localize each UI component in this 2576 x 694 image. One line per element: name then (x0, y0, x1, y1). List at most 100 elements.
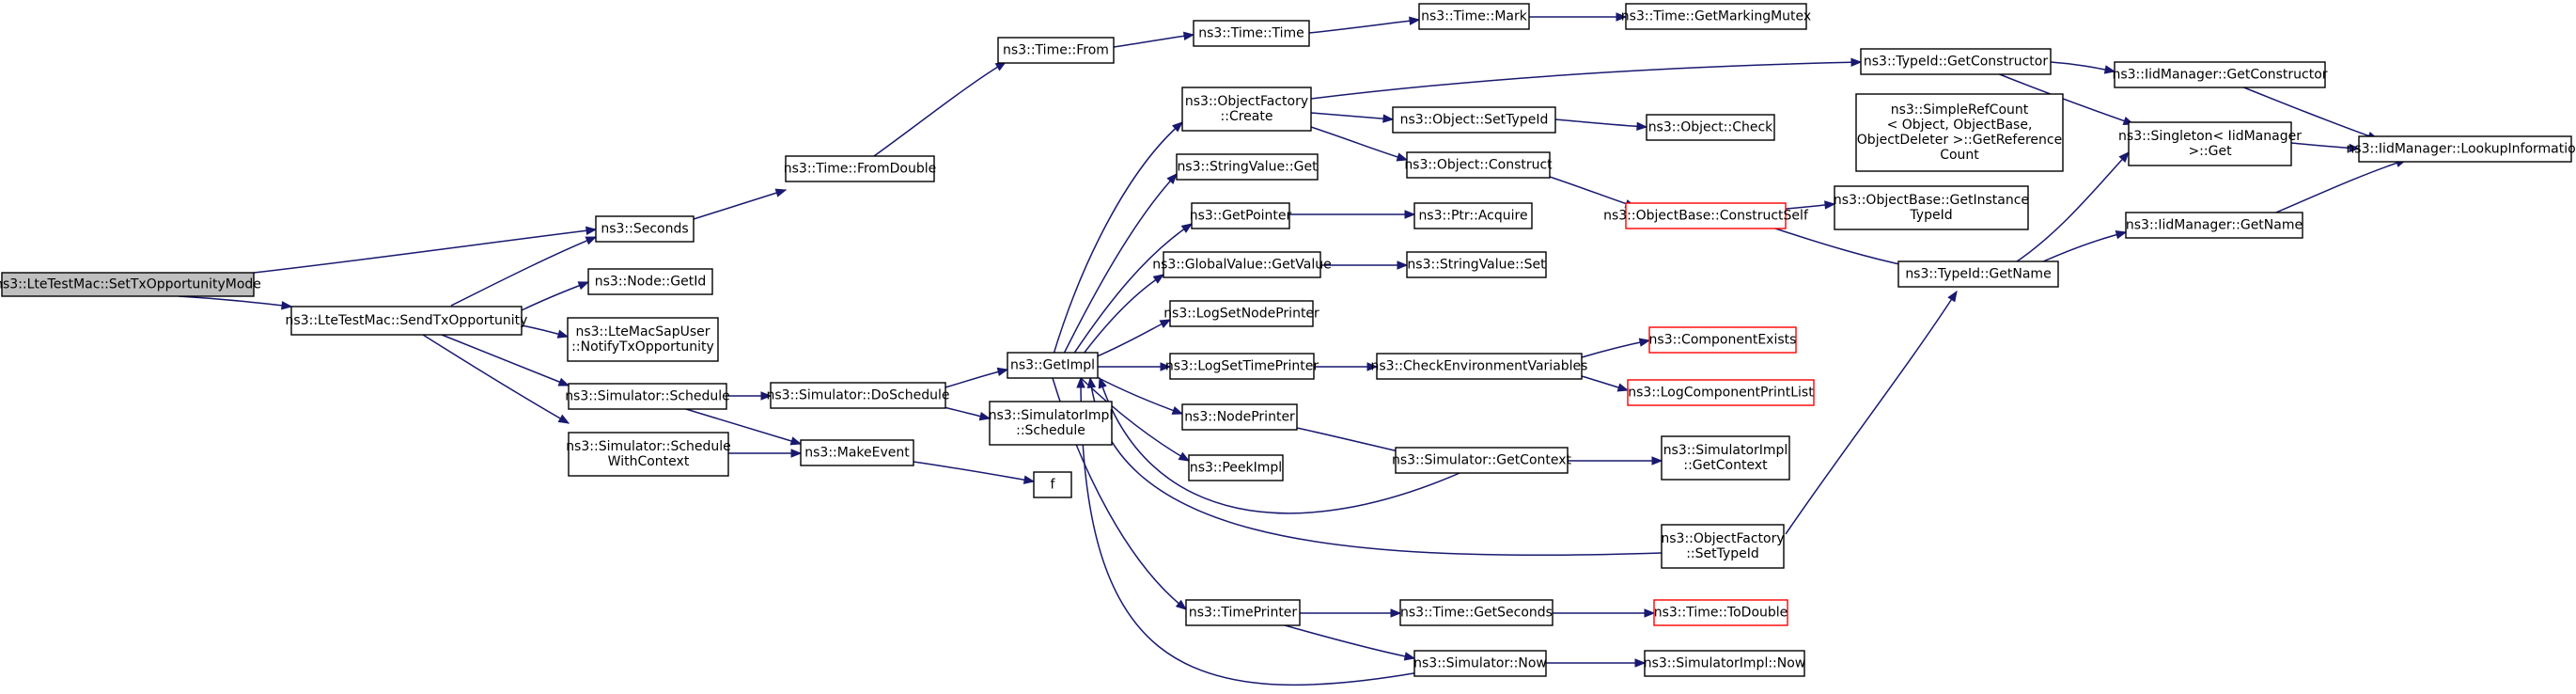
node-box (770, 382, 946, 409)
node-lte-mac-sap-user-notify-tx-opportunity[interactable]: ns3::LteMacSapUser::NotifyTxOpportunity (567, 317, 719, 362)
node-box (997, 37, 1115, 64)
node-node-printer[interactable]: ns3::NodePrinter (1181, 403, 1298, 431)
node-component-exists[interactable]: ns3::ComponentExists (1648, 326, 1797, 354)
node-simulator-impl-schedule[interactable]: ns3::SimulatorImpl::Schedule (989, 401, 1114, 446)
edge-timemark-markingmutex (1529, 12, 1628, 22)
node-type-id-get-constructor[interactable]: ns3::TypeId::GetConstructor (1860, 48, 2052, 75)
node-box (1176, 153, 1319, 181)
node-label: ns3::Seconds (601, 222, 688, 237)
node-node-get-id[interactable]: ns3::Node::GetId (587, 268, 713, 295)
node-simulator-schedule[interactable]: ns3::Simulator::Schedule (565, 383, 730, 410)
node-label: ns3::LogSetTimePrinter (1165, 359, 1319, 374)
node-object-set-type-id[interactable]: ns3::Object::SetTypeId (1392, 106, 1556, 134)
node-simple-ref-count-get-reference-count[interactable]: ns3::SimpleRefCount< Object, ObjectBase,… (1855, 93, 2064, 172)
node-simulator-impl-get-context[interactable]: ns3::SimulatorImpl::GetContext (1661, 435, 1790, 481)
node-time-from-double[interactable]: ns3::Time::FromDouble (784, 155, 937, 182)
edge-objconstruct-constructself (1540, 173, 1637, 209)
arrowhead (1366, 362, 1379, 371)
edge-timetime-timemark (1308, 16, 1421, 34)
node-box (1169, 353, 1315, 380)
arrowhead (557, 414, 570, 424)
node-object-construct[interactable]: ns3::Object::Construct (1404, 151, 1553, 179)
node-label: ns3::ObjectBase::GetInstance (1834, 193, 2029, 208)
edge-doschedule-getimpl (945, 367, 1009, 388)
edge-sendtxop-seconds (450, 236, 598, 307)
edge-sendtxop-nodegetid (521, 281, 590, 311)
edge-objfactorycreate-objsettypeid (1310, 112, 1395, 123)
node-label: ns3::Time::GetMarkingMutex (1621, 9, 1811, 24)
node-box (1007, 352, 1099, 379)
node-string-value-get[interactable]: ns3::StringValue::Get (1176, 153, 1319, 181)
node-lte-test-mac-set-tx-opportunity-mode[interactable]: ns3::LteTestMac::SetTxOpportunityMode (0, 272, 261, 297)
node-label: ns3::Time::FromDouble (784, 162, 937, 177)
node-label: ns3::LteMacSapUser (575, 324, 710, 339)
node-peek-impl[interactable]: ns3::PeekImpl (1188, 454, 1284, 481)
node-label: ns3::StringValue::Set (1407, 258, 1546, 273)
edge-objfactorysettypeid-getimpl (1086, 376, 1663, 557)
node-lte-test-mac-send-tx-opportunity[interactable]: ns3::LteTestMac::SendTxOpportunity (286, 306, 528, 336)
node-type-id-get-name[interactable]: ns3::TypeId::GetName (1897, 260, 2059, 288)
edge-timegetseconds-timetodouble (1553, 608, 1656, 618)
node-f[interactable]: f (1033, 471, 1072, 498)
node-iid-manager-get-name[interactable]: ns3::IidManager::GetName (2125, 212, 2303, 239)
node-log-set-node-printer[interactable]: ns3::LogSetNodePrinter (1163, 300, 1319, 327)
arrowhead (789, 436, 803, 446)
node-label: ns3::Simulator::DoSchedule (767, 388, 950, 403)
edge-getimpl-nodeprinter (1094, 375, 1184, 415)
node-singleton-iid-manager-get[interactable]: ns3::Singleton< IidManager>::Get (2118, 121, 2302, 166)
node-box (1169, 300, 1314, 327)
node-label: ns3::NodePrinter (1184, 410, 1295, 425)
node-iid-manager-get-constructor[interactable]: ns3::IidManager::GetConstructor (2112, 61, 2328, 88)
arrowhead (1824, 200, 1836, 210)
node-string-value-set[interactable]: ns3::StringValue::Set (1406, 251, 1547, 278)
edge-sendtxop-simschedulectx (422, 334, 570, 424)
node-object-factory-set-type-id[interactable]: ns3::ObjectFactory::SetTypeId (1661, 524, 1785, 569)
node-iid-manager-lookup-information[interactable]: ns3::IidManager::LookupInformation (2346, 135, 2576, 163)
node-get-impl[interactable]: ns3::GetImpl (1007, 352, 1099, 379)
node-box (1163, 251, 1321, 278)
node-simulator-get-context[interactable]: ns3::Simulator::GetContext (1392, 447, 1572, 474)
node-box (1193, 20, 1310, 47)
node-check-environment-variables[interactable]: ns3::CheckEnvironmentVariables (1371, 353, 1588, 380)
node-object-factory-create[interactable]: ns3::ObjectFactory::Create (1181, 87, 1312, 132)
node-box (1653, 599, 1788, 626)
node-time-printer[interactable]: ns3::TimePrinter (1185, 599, 1301, 626)
node-simulator-impl-now[interactable]: ns3::SimulatorImpl::Now (1644, 650, 1806, 677)
node-simulator-now[interactable]: ns3::Simulator::Now (1413, 650, 1547, 677)
node-seconds[interactable]: ns3::Seconds (595, 215, 695, 243)
node-make-event[interactable]: ns3::MakeEvent (800, 439, 914, 466)
edge-simnow-simimplnow (1546, 658, 1647, 668)
node-box (1, 272, 255, 297)
node-label: ns3::GetImpl (1010, 358, 1095, 373)
node-label: WithContext (608, 454, 690, 469)
node-log-set-time-printer[interactable]: ns3::LogSetTimePrinter (1165, 353, 1319, 380)
node-object-check[interactable]: ns3::Object::Check (1646, 114, 1775, 141)
arrowhead (1180, 223, 1194, 233)
node-object-base-construct-self[interactable]: ns3::ObjectBase::ConstructSelf (1603, 202, 1809, 229)
node-time-time[interactable]: ns3::Time::Time (1193, 20, 1310, 47)
node-log-component-print-list[interactable]: ns3::LogComponentPrintList (1627, 379, 1815, 406)
arrowhead (1651, 456, 1663, 465)
arrowhead (1166, 173, 1178, 184)
node-box (2128, 121, 2292, 166)
node-time-get-seconds[interactable]: ns3::Time::GetSeconds (1399, 599, 1553, 626)
arrowhead (790, 449, 803, 458)
node-simulator-do-schedule[interactable]: ns3::Simulator::DoSchedule (767, 382, 950, 409)
node-box (1834, 185, 2029, 230)
node-box (1392, 106, 1556, 134)
arrowhead (1636, 121, 1648, 132)
node-time-from[interactable]: ns3::Time::From (997, 37, 1115, 64)
node-box (1860, 48, 2052, 75)
node-box (1181, 87, 1312, 132)
node-time-get-marking-mutex[interactable]: ns3::Time::GetMarkingMutex (1621, 3, 1811, 30)
node-label: ns3::SimulatorImpl::Now (1644, 656, 1806, 671)
node-ptr-acquire[interactable]: ns3::Ptr::Acquire (1413, 202, 1533, 229)
node-label: ns3::ObjectFactory (1185, 94, 1308, 109)
node-time-mark[interactable]: ns3::Time::Mark (1418, 3, 1530, 30)
arrowhead (2103, 65, 2116, 74)
node-get-pointer[interactable]: ns3::GetPointer (1190, 202, 1292, 229)
node-global-value-get-value[interactable]: ns3::GlobalValue::GetValue (1152, 251, 1332, 278)
node-time-to-double[interactable]: ns3::Time::ToDouble (1653, 599, 1788, 626)
